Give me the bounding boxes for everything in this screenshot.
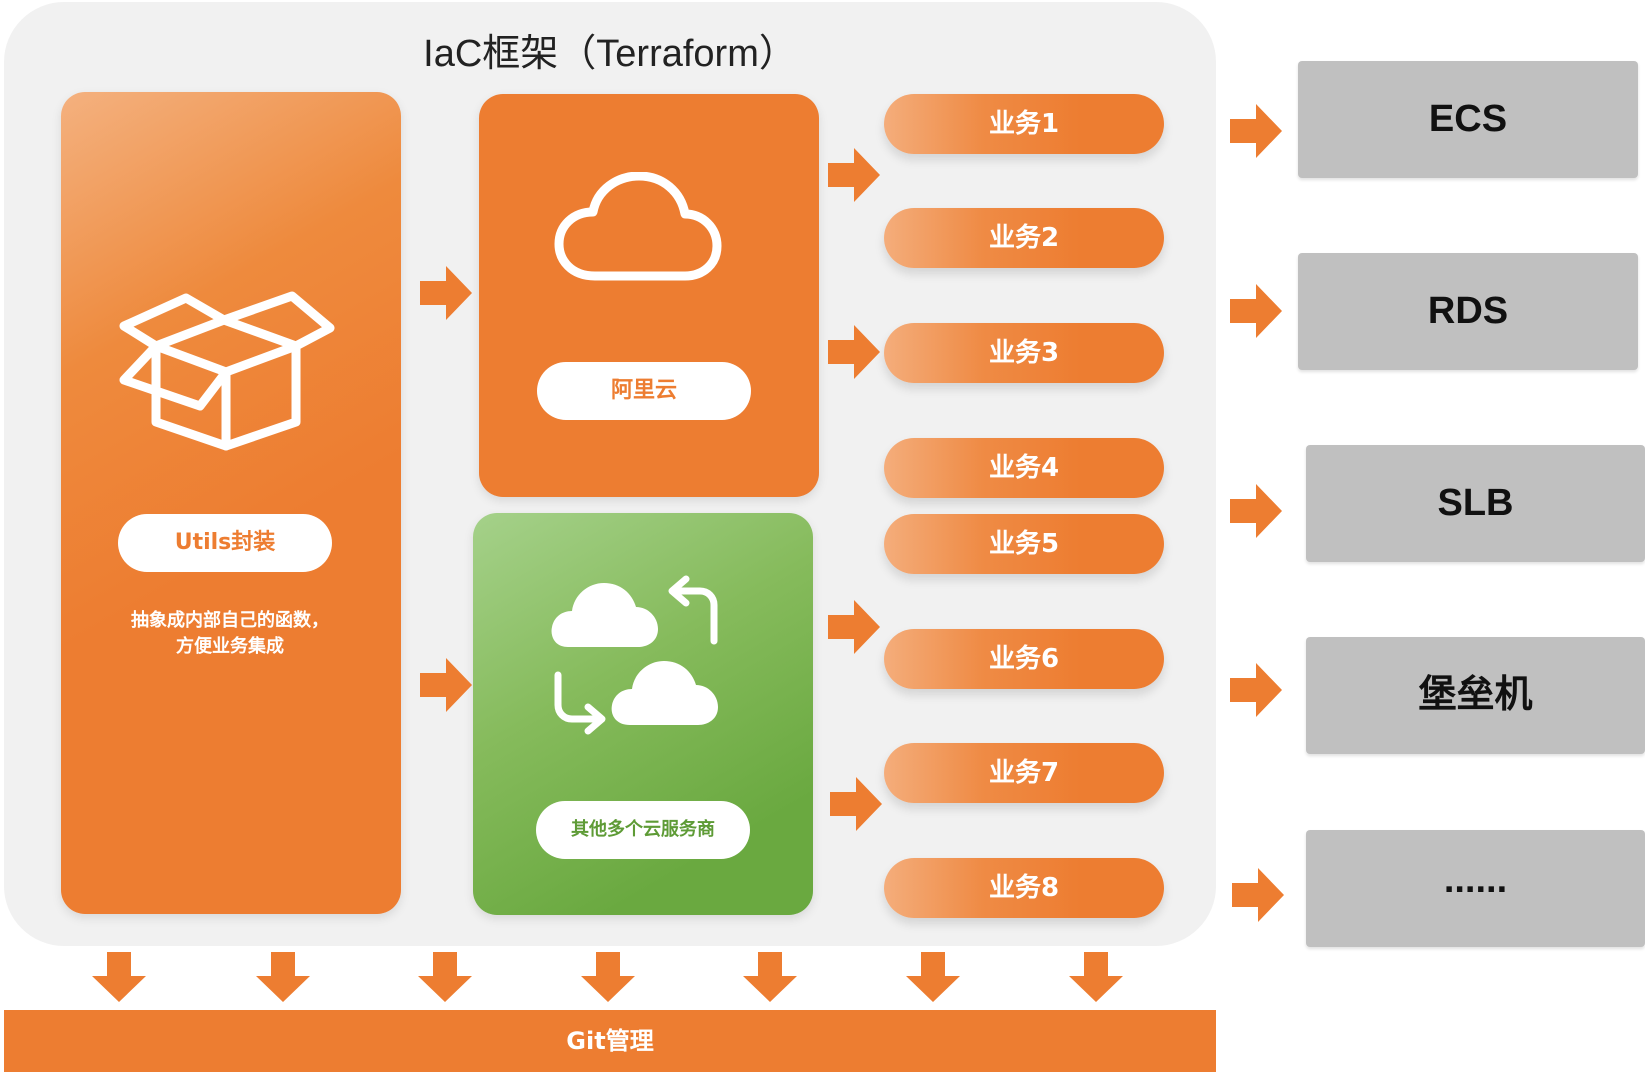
service-box-bastion: 堡垒机 <box>1306 637 1645 754</box>
task-pill-4: 业务4 <box>884 438 1164 498</box>
service-box-more: ...... <box>1306 830 1645 947</box>
aliyun-label: 阿里云 <box>537 362 751 420</box>
cloud-outline-icon <box>554 172 722 281</box>
box-icon <box>119 291 335 451</box>
utils-panel <box>61 92 401 914</box>
utils-desc-line1: 抽象成内部自己的函数， <box>131 610 329 631</box>
arrow-right-icon <box>1232 868 1284 922</box>
service-box-rds: RDS <box>1298 253 1638 370</box>
arrow-down-icon <box>418 952 472 1002</box>
arrow-right-icon <box>1230 663 1282 717</box>
frame-title: IaC框架（Terraform） <box>423 33 797 75</box>
arrow-down-icon <box>1069 952 1123 1002</box>
arrow-right-icon <box>420 658 472 712</box>
arrow-right-icon <box>828 148 880 202</box>
task-pill-8: 业务8 <box>884 858 1164 918</box>
arrow-right-icon <box>1230 284 1282 338</box>
service-box-ecs: ECS <box>1298 61 1638 178</box>
multi-cloud-sync-icon <box>551 575 718 735</box>
arrow-down-icon <box>581 952 635 1002</box>
arrow-down-icon <box>92 952 146 1002</box>
arrow-right-icon <box>830 777 882 831</box>
task-pill-2: 业务2 <box>884 208 1164 268</box>
arrow-right-icon <box>420 266 472 320</box>
arrow-right-icon <box>828 600 880 654</box>
task-pill-6: 业务6 <box>884 629 1164 689</box>
service-box-slb: SLB <box>1306 445 1645 562</box>
utils-desc-line2: 方便业务集成 <box>176 636 284 657</box>
arrow-right-icon <box>1230 104 1282 158</box>
arrow-right-icon <box>1230 484 1282 538</box>
utils-label: Utils封装 <box>118 514 332 572</box>
aliyun-panel <box>479 94 819 497</box>
task-pill-5: 业务5 <box>884 514 1164 574</box>
arrow-right-icon <box>828 325 880 379</box>
arrow-down-icon <box>743 952 797 1002</box>
task-pill-7: 业务7 <box>884 743 1164 803</box>
arrow-down-icon <box>256 952 310 1002</box>
arrow-down-icon <box>906 952 960 1002</box>
git-management-bar: Git管理 <box>4 1010 1216 1072</box>
multi-cloud-label: 其他多个云服务商 <box>536 801 750 859</box>
task-pill-3: 业务3 <box>884 323 1164 383</box>
task-pill-1: 业务1 <box>884 94 1164 154</box>
utils-description: 抽象成内部自己的函数， 方便业务集成 <box>90 608 370 660</box>
